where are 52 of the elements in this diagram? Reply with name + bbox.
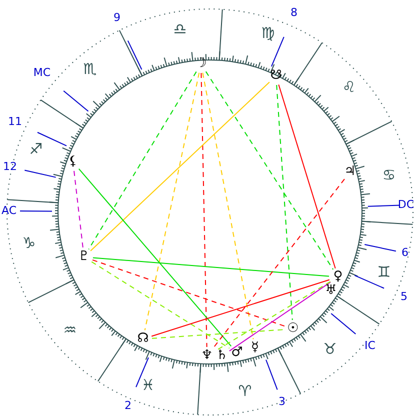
house-number: 8 bbox=[290, 7, 298, 19]
house-number: 2 bbox=[124, 400, 132, 412]
aspect-line bbox=[278, 84, 336, 269]
house-number: 12 bbox=[3, 161, 17, 173]
aspect-line bbox=[212, 178, 345, 350]
aspect-line bbox=[200, 72, 208, 348]
angle-label: AC bbox=[2, 205, 16, 217]
aspect-line bbox=[91, 261, 230, 349]
aspect-line bbox=[151, 329, 285, 339]
venus-glyph: ♀ bbox=[330, 269, 346, 285]
moon-glyph: ☽ bbox=[193, 56, 209, 72]
neptune-glyph: ♆ bbox=[199, 348, 215, 364]
aspect-line bbox=[88, 71, 197, 250]
sun-glyph: ☉ bbox=[285, 321, 301, 337]
aspect-line bbox=[92, 259, 285, 327]
zodiac-sign-glyph: ♏ bbox=[83, 61, 97, 77]
zodiac-sign-glyph: ♎ bbox=[173, 21, 187, 37]
aspect-line bbox=[202, 72, 254, 340]
zodiac-sign-glyph: ♉ bbox=[323, 341, 337, 357]
aspect-line bbox=[78, 168, 232, 347]
north-node-glyph: ☊ bbox=[135, 331, 151, 347]
zodiac-sign-glyph: ♌ bbox=[342, 79, 356, 95]
mercury-glyph: ☿ bbox=[247, 340, 263, 356]
jupiter-glyph: ♃ bbox=[342, 164, 358, 180]
zodiac-sign-glyph: ♒ bbox=[63, 322, 77, 338]
aspect-line bbox=[74, 170, 84, 249]
zodiac-sign-glyph: ♐ bbox=[29, 141, 43, 157]
angle-label: DC bbox=[398, 199, 414, 211]
uranus-glyph: ♅ bbox=[323, 283, 339, 299]
zodiac-sign-glyph: ♈ bbox=[238, 383, 252, 399]
zodiac-sign-glyph: ♊ bbox=[377, 264, 391, 280]
zodiac-sign-glyph: ♓ bbox=[141, 377, 155, 393]
aspect-line bbox=[90, 82, 270, 252]
aspect-line bbox=[276, 84, 293, 321]
angle-label: IC bbox=[364, 340, 376, 352]
pluto-glyph: ♇ bbox=[76, 249, 92, 265]
aspect-line bbox=[92, 257, 330, 277]
lilith-glyph: ⚸ bbox=[65, 154, 81, 170]
house-number: 5 bbox=[400, 291, 408, 303]
house-number: 6 bbox=[402, 247, 408, 259]
house-number: 9 bbox=[114, 12, 120, 24]
aspect-line bbox=[151, 279, 330, 337]
zodiac-sign-glyph: ♍ bbox=[261, 25, 275, 41]
angle-label: MC bbox=[33, 67, 51, 79]
house-number: 3 bbox=[278, 396, 286, 408]
saturn-glyph: ♄ bbox=[214, 348, 230, 364]
mars-glyph: ♂ bbox=[229, 345, 245, 361]
aspect-line bbox=[144, 72, 200, 331]
zodiac-sign-glyph: ♋ bbox=[382, 167, 396, 183]
aspect-line bbox=[205, 71, 334, 270]
zodiac-sign-glyph: ♑ bbox=[22, 235, 36, 251]
house-number: 11 bbox=[8, 116, 22, 128]
